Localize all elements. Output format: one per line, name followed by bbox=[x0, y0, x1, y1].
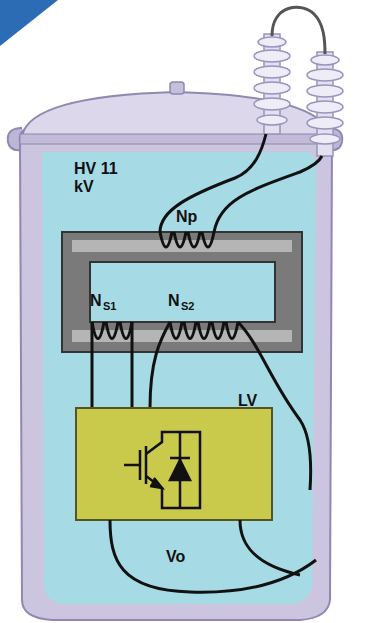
tank-lid bbox=[22, 92, 330, 136]
bushing-wire bbox=[272, 7, 325, 54]
transformer-core bbox=[62, 232, 302, 352]
winding-subscript: S1 bbox=[103, 300, 116, 312]
winding-label: Np bbox=[176, 208, 197, 226]
oil bbox=[42, 152, 316, 604]
primary-coil bbox=[160, 134, 322, 247]
hv-bushing bbox=[307, 52, 343, 156]
winding-label: N bbox=[90, 292, 102, 310]
lid-knob bbox=[170, 82, 184, 94]
igbt-diode-symbol bbox=[124, 432, 200, 508]
winding-label: N bbox=[168, 292, 180, 310]
voltage-label: HV 11 kV bbox=[74, 160, 134, 195]
converter-box bbox=[76, 408, 272, 520]
output-label: Vo bbox=[166, 548, 185, 566]
side-label: LV bbox=[238, 392, 257, 410]
output-wire bbox=[110, 520, 316, 592]
winding-subscript: S2 bbox=[181, 300, 194, 312]
secondary-coil bbox=[170, 322, 238, 339]
tank-rim bbox=[20, 134, 332, 144]
corner-mark bbox=[0, 0, 58, 46]
secondary-coil bbox=[92, 322, 132, 339]
tank-body bbox=[20, 126, 332, 620]
hv-bushing bbox=[254, 34, 290, 134]
